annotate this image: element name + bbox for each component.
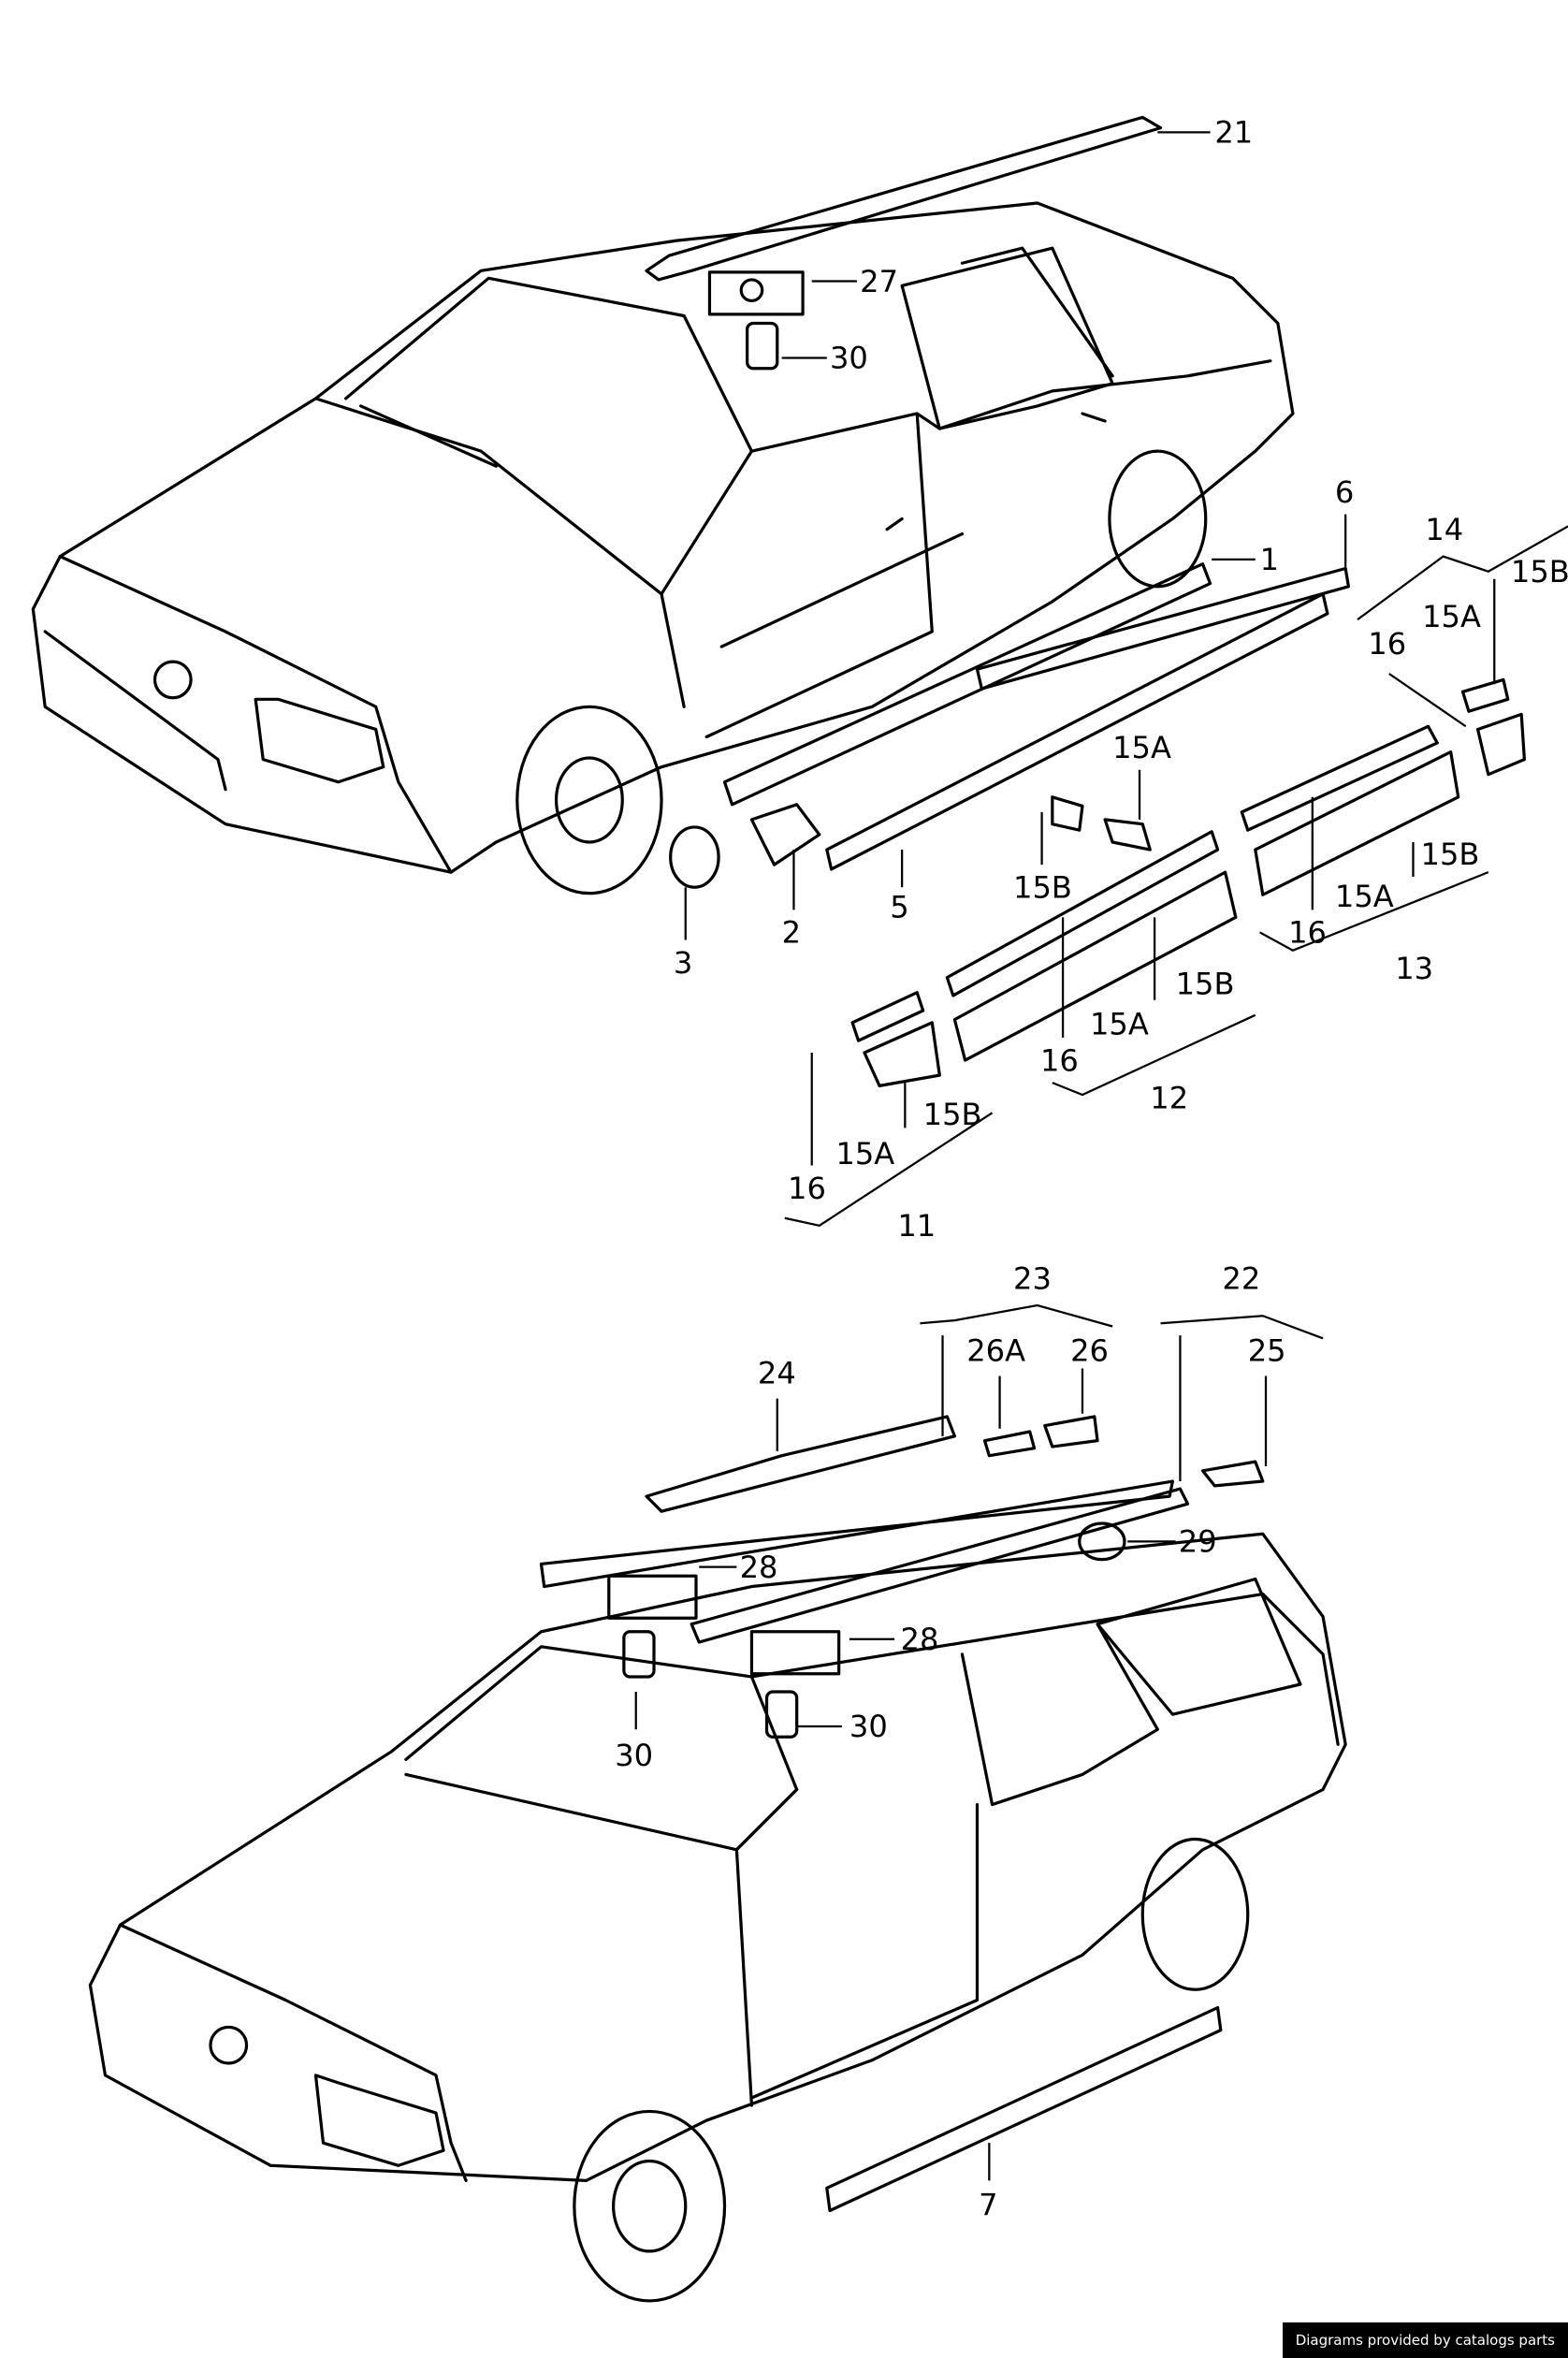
callout-26a: 26A: [966, 1332, 1025, 1368]
callout-15b: 15B: [1013, 869, 1072, 905]
callout-13: 13: [1395, 951, 1433, 986]
callout-26: 26: [1070, 1332, 1109, 1368]
callout-15a: 15A: [1335, 879, 1394, 914]
callout-6: 6: [1335, 474, 1354, 510]
footer-credit: Diagrams provided by catalogs parts: [1282, 2322, 1568, 2358]
callout-29: 29: [1179, 1524, 1217, 1560]
callout-labels: 212730611415B15A1615A32515B15B15A161315B…: [615, 115, 1568, 2223]
wagon-car-drawing: [88, 1415, 1347, 2303]
callout-15b: 15B: [1176, 966, 1235, 1001]
callout-16: 16: [788, 1171, 826, 1206]
callout-15a: 15A: [1090, 1007, 1149, 1042]
callout-30: 30: [615, 1738, 653, 1773]
callout-23: 23: [1013, 1260, 1052, 1296]
callout-15a: 15A: [1112, 730, 1171, 765]
callout-12: 12: [1150, 1080, 1188, 1115]
callout-15b: 15B: [923, 1097, 982, 1132]
callout-22: 22: [1222, 1260, 1260, 1296]
callout-15a: 15A: [835, 1136, 894, 1172]
callout-14: 14: [1425, 512, 1463, 547]
callout-21: 21: [1214, 115, 1253, 151]
callout-28: 28: [901, 1622, 939, 1657]
sedan-parts: [669, 270, 1527, 1087]
callout-11: 11: [897, 1208, 936, 1244]
leader-lines: [634, 131, 1568, 2181]
callout-7: 7: [979, 2187, 997, 2222]
callout-15b: 15B: [1421, 837, 1480, 872]
callout-3: 3: [674, 945, 692, 981]
callout-30: 30: [830, 341, 868, 376]
callout-30: 30: [849, 1709, 888, 1744]
callout-28: 28: [740, 1550, 778, 1585]
callout-1: 1: [1260, 542, 1279, 577]
callout-27: 27: [860, 264, 898, 299]
callout-25: 25: [1248, 1332, 1286, 1368]
callout-16: 16: [1288, 915, 1327, 951]
callout-5: 5: [890, 889, 908, 924]
callout-24: 24: [758, 1356, 796, 1391]
callout-2: 2: [782, 915, 801, 951]
callout-15b: 15B: [1511, 554, 1568, 590]
callout-15a: 15A: [1422, 599, 1481, 634]
wagon-parts: [607, 1415, 1265, 1739]
sedan-car-drawing: [31, 115, 1295, 895]
callout-16: 16: [1040, 1042, 1079, 1078]
callout-16: 16: [1368, 626, 1406, 662]
